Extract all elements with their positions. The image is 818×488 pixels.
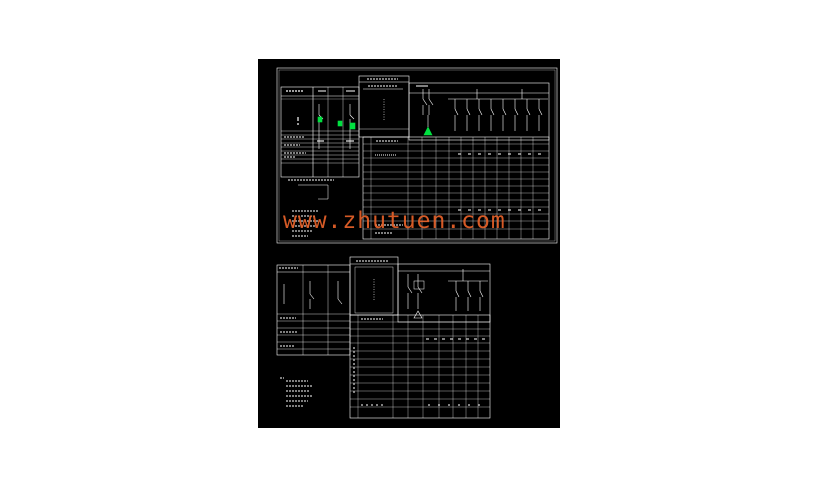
lower-schedule-table (349, 314, 491, 419)
upper-frame-inner (278, 69, 556, 242)
upper-left-cabinet (280, 86, 360, 178)
lower-schematic-panel (276, 256, 491, 419)
status-indicator-green (317, 116, 323, 123)
upper-center-panel (358, 75, 410, 138)
lower-notes (280, 377, 313, 407)
upper-frame (276, 67, 558, 244)
transformer-symbol (423, 126, 433, 136)
electrical-schematic (276, 67, 558, 419)
upper-schematic-panel (276, 67, 558, 244)
upper-notes (288, 179, 334, 237)
lower-left-cabinet (276, 264, 351, 356)
lower-center-panel (349, 256, 399, 316)
status-indicator-green-2 (337, 120, 343, 127)
watermark-text: www.zhutuen.com (283, 208, 506, 234)
status-indicator-green-3 (349, 122, 356, 130)
cad-drawing-sheet (258, 59, 560, 428)
upper-schedule-table (362, 136, 550, 240)
upper-feeder-section (408, 82, 550, 141)
